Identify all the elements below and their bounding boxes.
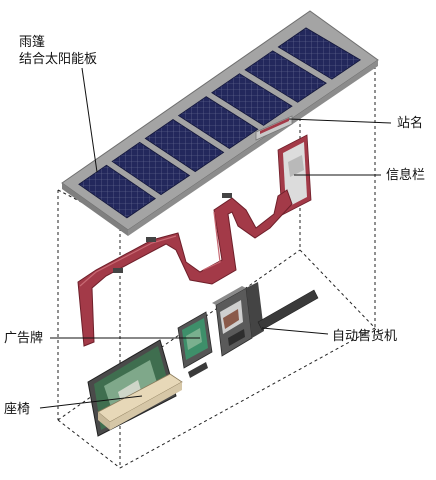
label-ad-board: 广告牌: [4, 331, 44, 346]
label-vending-machine: 自动售货机: [332, 329, 398, 344]
bench: [97, 373, 183, 430]
label-canopy: 雨篷 结合太阳能板: [19, 34, 97, 68]
vending-machine: [212, 282, 264, 357]
dark-bar: [257, 289, 319, 331]
label-bench: 座椅: [4, 402, 31, 417]
leader-lines: [39, 67, 392, 409]
label-info-board: 信息栏: [386, 168, 426, 183]
solar-panel: [244, 50, 327, 103]
solar-panel: [144, 119, 225, 173]
label-canopy-line1: 雨篷: [19, 35, 46, 50]
solar-panel: [277, 27, 362, 80]
solar-canopy: [61, 10, 379, 236]
solar-panel: [111, 141, 191, 196]
label-canopy-line2: 结合太阳能板: [19, 52, 98, 67]
station-name-sign: [255, 115, 293, 141]
ribbon-frame: [77, 189, 293, 347]
solar-panels: [78, 27, 362, 219]
ad-board: [177, 311, 213, 378]
solar-panel: [177, 96, 259, 149]
solar-panel: [211, 73, 293, 126]
label-station-name: 站名: [397, 116, 424, 131]
